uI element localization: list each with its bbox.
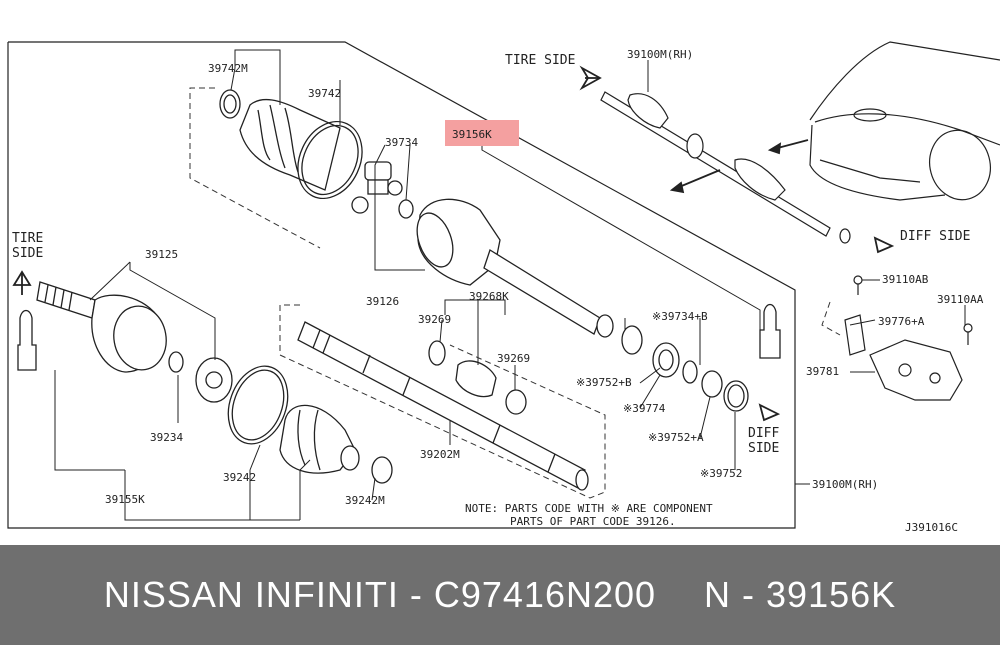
label-tire-side-top: TIRE SIDE — [505, 53, 575, 68]
label-39752: ※39752 — [700, 467, 742, 480]
outer-boot-lower — [227, 365, 393, 484]
label-39742m: 39742M — [208, 62, 248, 75]
label-39734: 39734 — [385, 136, 418, 149]
label-39100m-rh-bottom: 39100M(RH) — [812, 478, 878, 491]
label-39155k: 39155K — [105, 493, 145, 506]
diagram-code: J391016C — [905, 521, 958, 534]
part-labels: 39742M 39742 39734 39156K 39100M(RH) TIR… — [12, 48, 984, 534]
label-39100m-rh-top: 39100M(RH) — [627, 48, 693, 61]
label-39734b: ※39734+B — [652, 310, 708, 323]
label-39242m: 39242M — [345, 494, 385, 507]
label-39125: 39125 — [145, 248, 178, 261]
part-number-banner: NISSAN INFINITI - C97416N200 N - 39156K — [0, 545, 1000, 645]
label-39202m: 39202M — [420, 448, 460, 461]
drive-shaft — [297, 321, 589, 491]
label-39269-b: 39269 — [497, 352, 530, 365]
label-diff-side-lower-2: SIDE — [748, 441, 779, 456]
brand-part-code: NISSAN INFINITI - C97416N200 — [103, 574, 657, 615]
shaft-assembly-rh — [600, 91, 851, 244]
label-39774: ※39774 — [623, 402, 666, 415]
label-39752b: ※39752+B — [576, 376, 632, 389]
label-diff-side-lower-1: DIFF — [748, 426, 779, 441]
grease-tubes — [17, 303, 781, 371]
small-boot — [428, 340, 527, 415]
label-39269-a: 39269 — [418, 313, 451, 326]
diagram-frame — [7, 41, 796, 529]
label-39110ab: 39110AB — [882, 273, 929, 286]
outer-joint-lower — [36, 281, 233, 403]
label-39126: 39126 — [366, 295, 399, 308]
direction-arrows — [12, 65, 895, 422]
note-line-1: NOTE: PARTS CODE WITH ※ ARE COMPONENT — [465, 502, 713, 515]
note-line-2: PARTS OF PART CODE 39126. — [510, 515, 676, 528]
dashed-group-boxes — [189, 87, 841, 499]
vehicle-outline — [809, 41, 1000, 201]
label-39234: 39234 — [150, 431, 183, 444]
diagram-part-number: N - 39156K — [704, 574, 897, 615]
outer-boot-upper — [219, 89, 363, 200]
label-tire-side-left-2: SIDE — [12, 246, 43, 261]
parts-diagram: 39742M 39742 39734 39156K 39100M(RH) TIR… — [7, 41, 1000, 534]
label-39752a: ※39752+A — [648, 431, 704, 444]
label-39268k: 39268K — [469, 290, 509, 303]
label-39156k: 39156K — [452, 128, 492, 141]
label-39110aa: 39110AA — [937, 293, 984, 306]
label-diff-side-right: DIFF SIDE — [900, 229, 970, 244]
tripod-joint — [351, 161, 414, 219]
label-tire-side-left-1: TIRE — [12, 231, 43, 246]
inner-joint-housing — [416, 198, 643, 355]
label-39242: 39242 — [223, 471, 256, 484]
highlight-39156k — [445, 120, 519, 146]
label-39776a: 39776+A — [878, 315, 925, 328]
label-39742: 39742 — [308, 87, 341, 100]
label-39781: 39781 — [806, 365, 839, 378]
